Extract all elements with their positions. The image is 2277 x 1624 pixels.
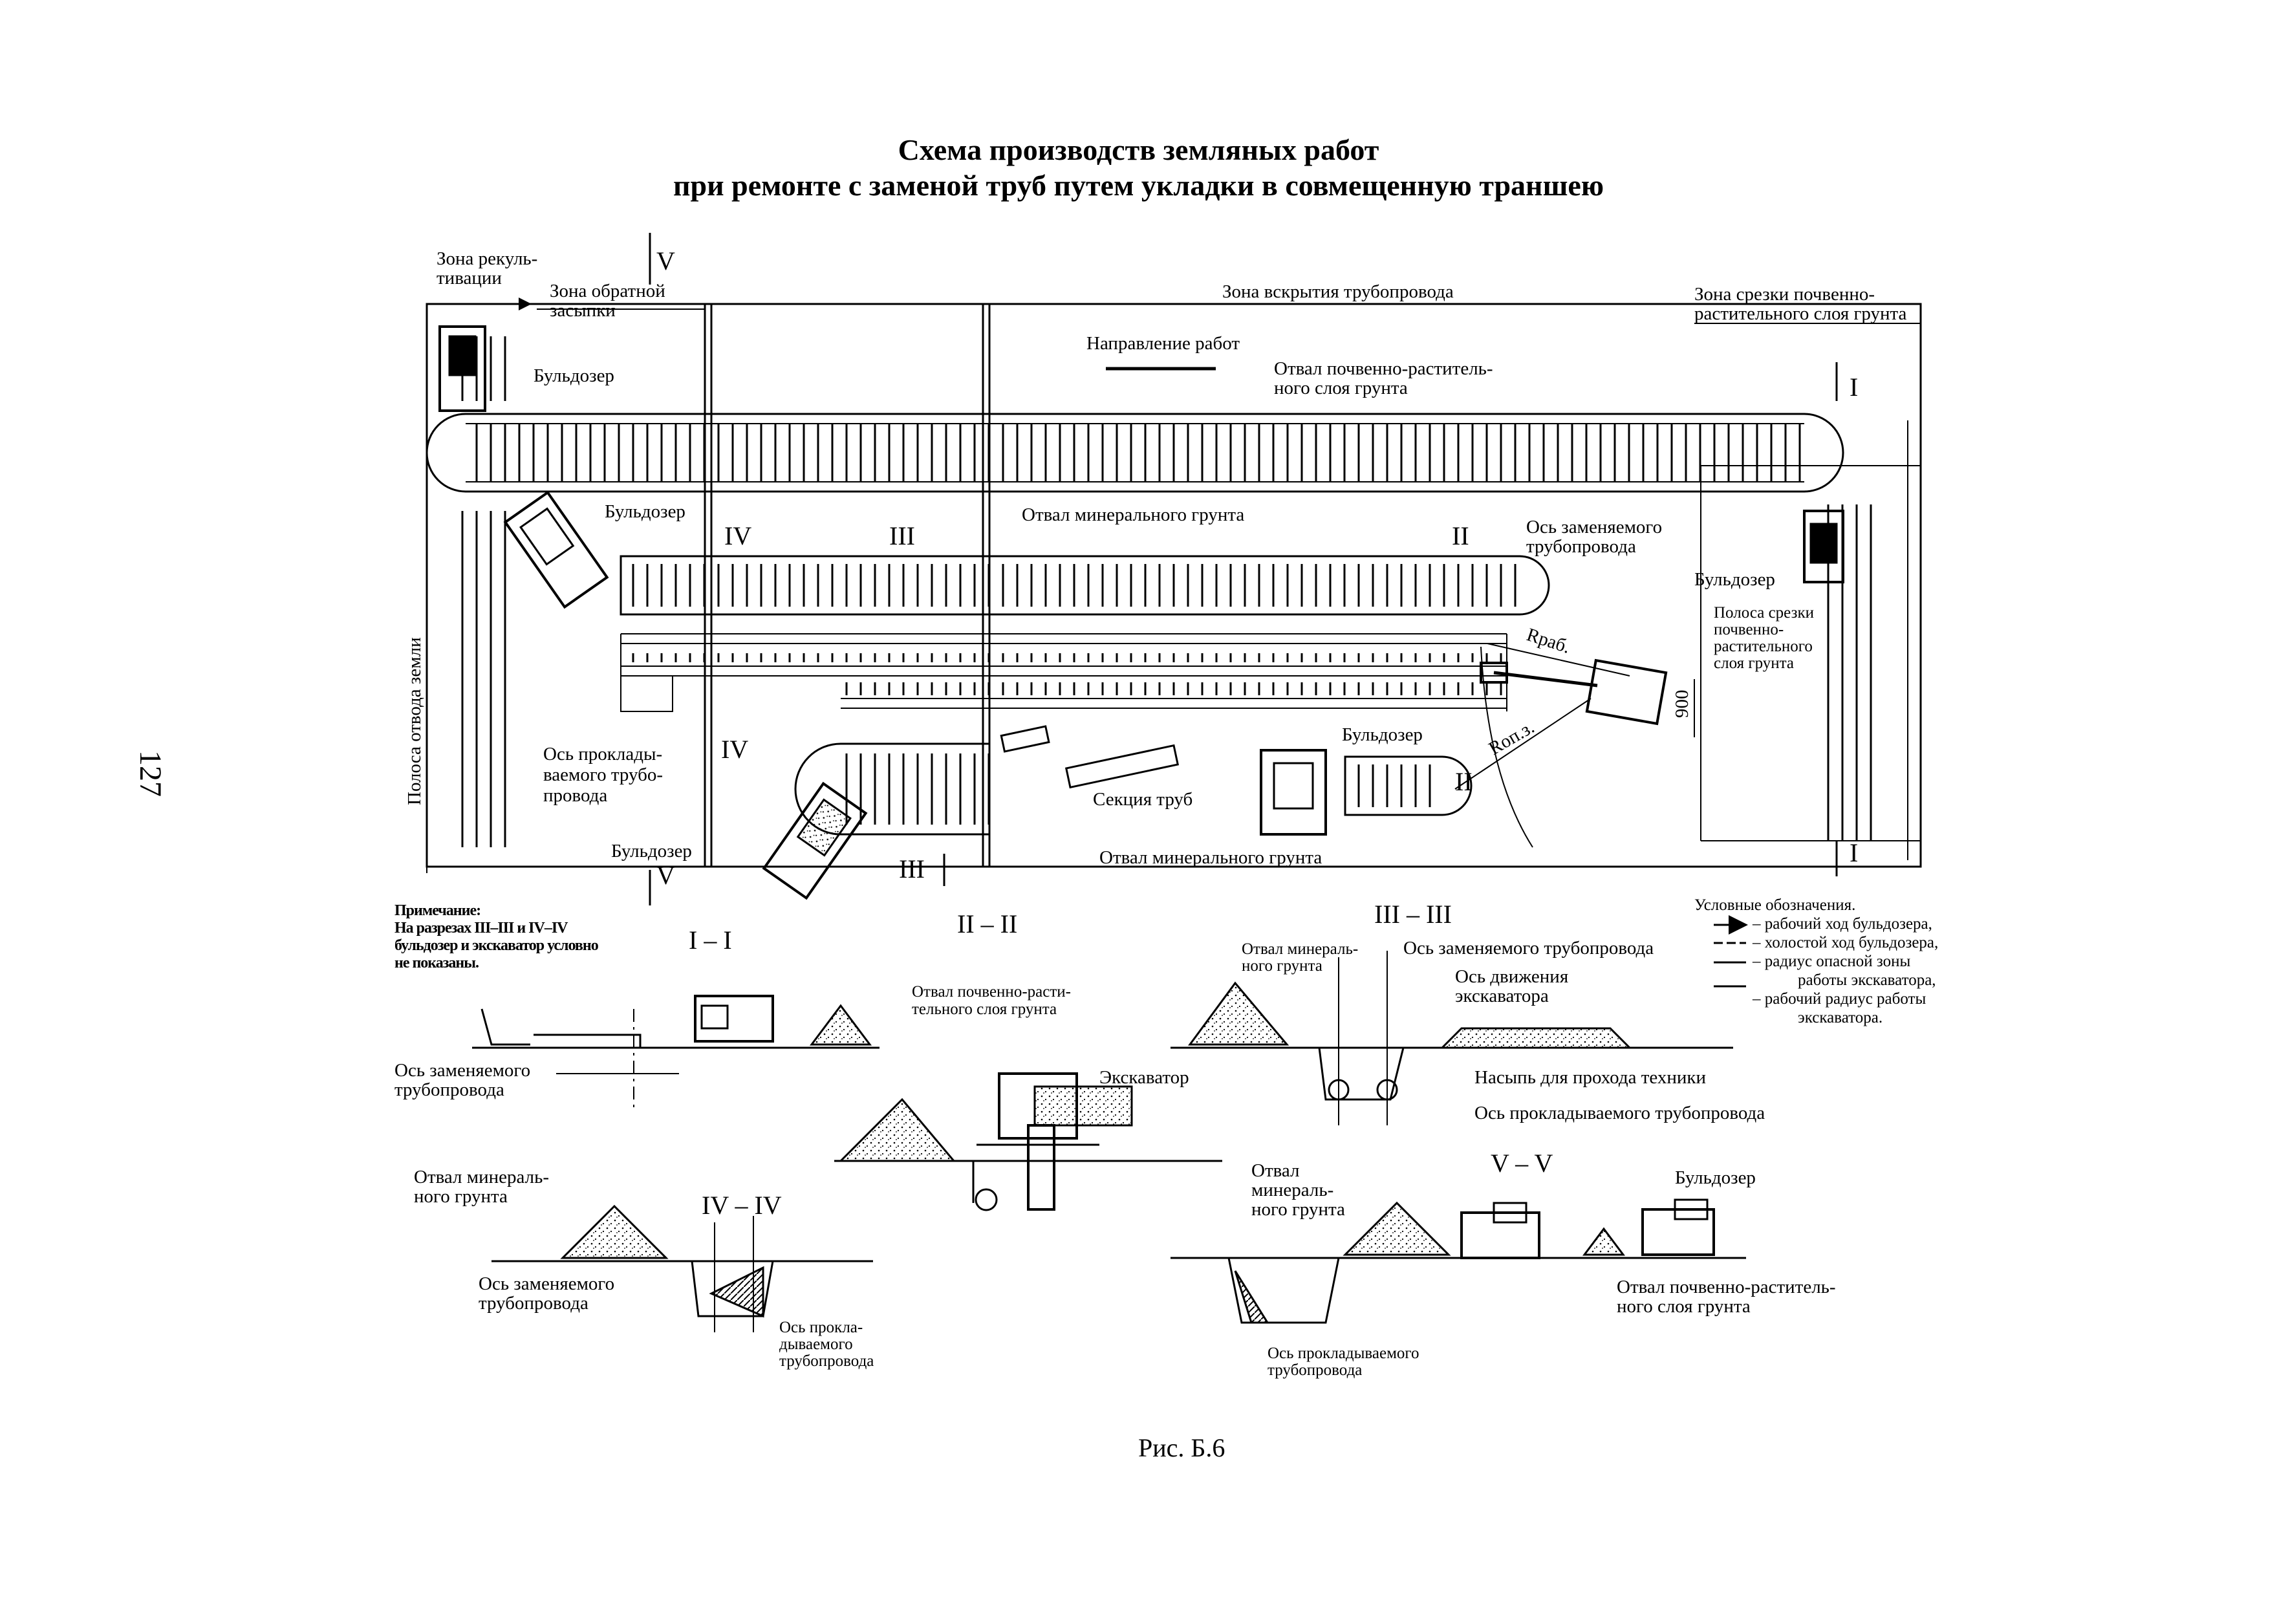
section-3-mineral-label: Отвал минераль-ного грунта <box>1242 940 1359 975</box>
pipe-sections <box>1000 725 1180 789</box>
section-2-topsoil-label: Отвал почвенно-расти-тельного слоя грунт… <box>912 983 1071 1018</box>
bulldozer-label: Бульдозер <box>605 501 685 522</box>
land-strip-label: Полоса отвода земли <box>404 637 425 805</box>
bulldozer-label: Бульдозер <box>534 365 614 386</box>
mineral-dump-ribbon <box>620 555 1550 616</box>
excavator-icon <box>1480 658 1668 726</box>
topsoil-dump-label: Отвал почвенно-раститель-ного слоя грунт… <box>1274 358 1493 398</box>
pipe-section-label: Секция труб <box>1093 789 1193 810</box>
section-mark-i-bottom: I <box>1850 838 1859 867</box>
section-mark-v-top: V <box>656 246 675 276</box>
section-1-title: I – I <box>689 926 732 955</box>
mineral-dump-bottom-label: Отвал минерального грунта <box>1099 847 1322 868</box>
section-2-title: II – II <box>957 909 1018 938</box>
figure-caption: Рис. Б.6 <box>1138 1433 1225 1462</box>
section-mark-iv-top: IV <box>724 521 752 550</box>
work-direction-label: Направление работ <box>1086 333 1240 354</box>
zone-recultivation-label: Зона рекуль-тивации <box>437 248 538 288</box>
section-3-embankment-label: Насыпь для прохода техники <box>1474 1067 1707 1088</box>
section-5-title: V – V <box>1491 1149 1553 1178</box>
section-cut-lines <box>649 233 1838 905</box>
section-3-new-axis-label: Ось прокладываемого трубопровода <box>1474 1103 1765 1123</box>
section-mark-ii-top: II <box>1452 521 1469 550</box>
section-5-drawing <box>1171 1198 1746 1324</box>
note-block: Примечание: На разрезах III–III и IV–IV … <box>394 902 599 971</box>
bulldozer-icon <box>438 325 486 412</box>
bulldozer-icon <box>1260 749 1327 836</box>
bulldozer-label: Бульдозер <box>611 841 692 861</box>
zone-opening-label: Зона вскрытия трубопровода <box>1222 281 1454 302</box>
section-mark-i-top: I <box>1850 373 1859 402</box>
section-3-title: III – III <box>1374 900 1452 929</box>
section-mark-iv-bottom: IV <box>721 735 749 764</box>
section-3-replaced-axis-label: Ось заменяемого трубопровода <box>1403 938 1654 958</box>
section-mark-iii-bottom: III <box>899 854 925 883</box>
section-mark-ii-bottom: II <box>1455 767 1473 796</box>
topsoil-dump-ribbon <box>426 413 1844 493</box>
section-4-drawing <box>491 1204 873 1332</box>
section-5-bulldozer-label: Бульдозер <box>1675 1167 1756 1188</box>
bulldozer-icon <box>1803 510 1844 583</box>
legend-symbols <box>1714 915 1748 988</box>
page-subtitle: при ремонте с заменой труб путем укладки… <box>673 169 1604 202</box>
page-title: Схема производств земляных работ <box>898 133 1379 166</box>
new-axis-label: Ось проклады-ваемого трубо-провода <box>543 744 664 806</box>
section-4-mineral-label: Отвал минераль-ного грунта <box>414 1167 550 1207</box>
section-3-drawing <box>1171 951 1733 1125</box>
bulldozer-label: Бульдозер <box>1342 724 1423 745</box>
mineral-dump-label: Отвал минерального грунта <box>1022 504 1245 525</box>
section-mark-iii-top: III <box>889 521 915 550</box>
trench-lines <box>620 633 1507 712</box>
bulldozer-icon <box>503 490 609 609</box>
section-mark-v-bottom: V <box>656 861 675 890</box>
bulldozer-icon <box>762 781 868 900</box>
legend-block: Условные обозначения. – рабочий ход буль… <box>1694 896 1939 1026</box>
section-4-title: IV – IV <box>702 1191 782 1220</box>
section-2-excavator-label: Экскаватор <box>1099 1067 1189 1088</box>
section-5-topsoil-label: Отвал почвенно-раститель-ного слоя грунт… <box>1617 1277 1836 1317</box>
excavator-radii <box>1454 643 1695 848</box>
section-1-drawing <box>472 995 880 1112</box>
dim-900-label: 900 <box>1672 689 1692 719</box>
section-2-drawing <box>834 1072 1222 1211</box>
bulldozer-label: Бульдозер <box>1694 569 1775 590</box>
zone-topsoil-cut-label: Зона срезки почвенно-растительного слоя … <box>1694 284 1907 324</box>
page-number: 127 <box>133 750 167 797</box>
